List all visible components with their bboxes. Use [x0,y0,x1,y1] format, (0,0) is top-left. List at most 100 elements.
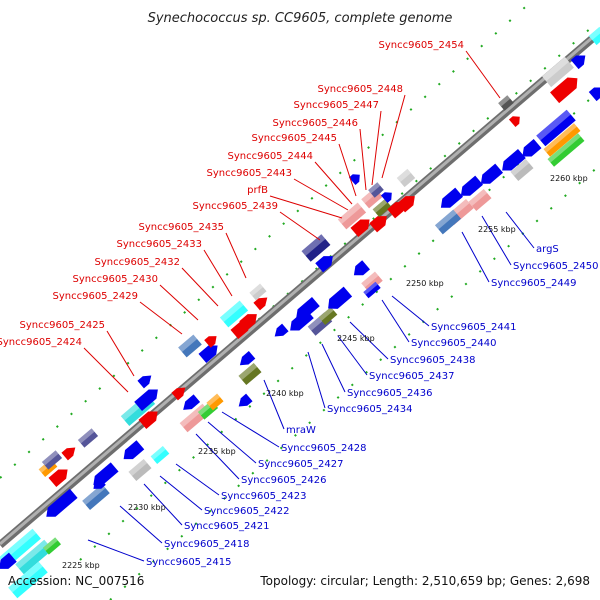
tick-label: 2260 kbp [550,174,588,183]
gene-feature [249,283,267,301]
gene-feature [239,351,256,366]
gene-label: Syncc9605_2433 [117,239,203,250]
leader-line [481,215,512,266]
gene-label: Syncc9605_2422 [204,506,290,517]
gene-label: Syncc9605_2424 [0,337,82,348]
gene-label: Syncc9605_2426 [241,475,327,486]
leader-line [381,299,410,343]
leader-line [314,161,353,205]
gene-feature [396,168,416,188]
gene-feature [206,393,224,411]
tick-label: 2250 kbp [406,279,444,288]
gene-feature [570,55,586,70]
gene-label: Syncc9605_2439 [193,201,279,212]
gene-feature [588,26,600,46]
leader-line [207,421,257,464]
gene-feature [230,321,250,340]
gene-feature [543,123,581,157]
gene-feature [46,488,78,517]
gene-feature [372,199,392,217]
gene-label: Syncc9605_2415 [146,557,232,568]
tick-label: 2255 kbp [478,225,516,234]
gene-feature [15,539,53,575]
leader-line [263,379,285,430]
leader-line [307,351,326,409]
leader-line [349,321,389,360]
leader-line [181,267,219,307]
leader-line [195,433,240,480]
leader-line [465,50,501,99]
gene-feature [508,116,520,128]
tick-label: 2225 kbp [62,561,100,570]
leader-line [391,295,430,327]
gene-label: Syncc9605_2418 [164,539,250,550]
gene-feature [353,260,370,276]
gene-feature [82,483,110,511]
gene-feature [522,138,542,157]
leader-line [381,94,406,179]
gene-feature [41,450,63,470]
leader-line [83,347,129,393]
leader-line [106,330,135,377]
gene-label: Syncc9605_2423 [221,491,307,502]
gene-label: Syncc9605_2440 [411,338,497,349]
gene-feature [134,389,158,412]
gene-feature [550,77,578,104]
leader-line [175,463,220,496]
leader-line [139,301,183,335]
gene-feature [238,362,262,386]
gene-label: Syncc9605_2446 [273,118,359,129]
gene-label: argS [536,244,559,255]
leader-line [87,539,145,562]
gene-feature [315,256,333,273]
gene-feature [77,428,99,448]
gene-label: Syncc9605_2441 [431,322,517,333]
leader-line [159,284,199,321]
gene-label: Syncc9605_2435 [139,222,225,233]
gene-feature [8,561,48,599]
gene-feature [498,95,514,111]
gene-feature [468,188,492,212]
tick-label: 2230 kbp [128,503,166,512]
gene-label: Syncc9605_2429 [53,291,139,302]
gene-feature [397,196,415,213]
gene-feature [440,187,464,208]
leader-line [461,231,490,283]
leader-line [225,232,247,279]
gene-feature [183,394,201,410]
leader-line [321,343,346,393]
gene-labels: Syncc9605_2454Syncc9605_2448Syncc9605_24… [0,40,599,568]
gene-label: Syncc9605_2425 [20,320,106,331]
gene-feature [460,175,484,196]
gene-feature [363,281,381,299]
gene-feature [502,148,526,171]
gene-feature [318,307,338,325]
gene-feature [178,334,202,358]
gene-label: Syncc9605_2438 [390,355,476,366]
gene-feature [128,458,152,482]
gene-feature [542,56,574,88]
gene-label: Syncc9605_2454 [379,40,465,51]
gene-feature [510,158,534,182]
gene-feature [198,345,218,364]
gene-feature [547,133,585,167]
tick-label: 2240 kbp [266,389,304,398]
gene-label: mraW [286,425,316,436]
gene-label: Syncc9605_2449 [491,278,577,289]
map-title: Synechococcus sp. CC9605, complete genom… [148,11,453,26]
tick-label: 2235 kbp [198,447,236,456]
gene-feature [204,336,217,348]
gene-label: Syncc9605_2443 [207,168,293,179]
leader-line [337,335,368,376]
leader-line [203,249,233,297]
leader-line [119,505,163,544]
gene-label: Syncc9605_2432 [95,257,181,268]
gene-feature [171,387,186,401]
gene-feature [238,393,253,407]
accession-text: Accession: NC_007516 [8,574,144,588]
leader-line [159,475,203,511]
gene-label: prfB [247,185,268,196]
